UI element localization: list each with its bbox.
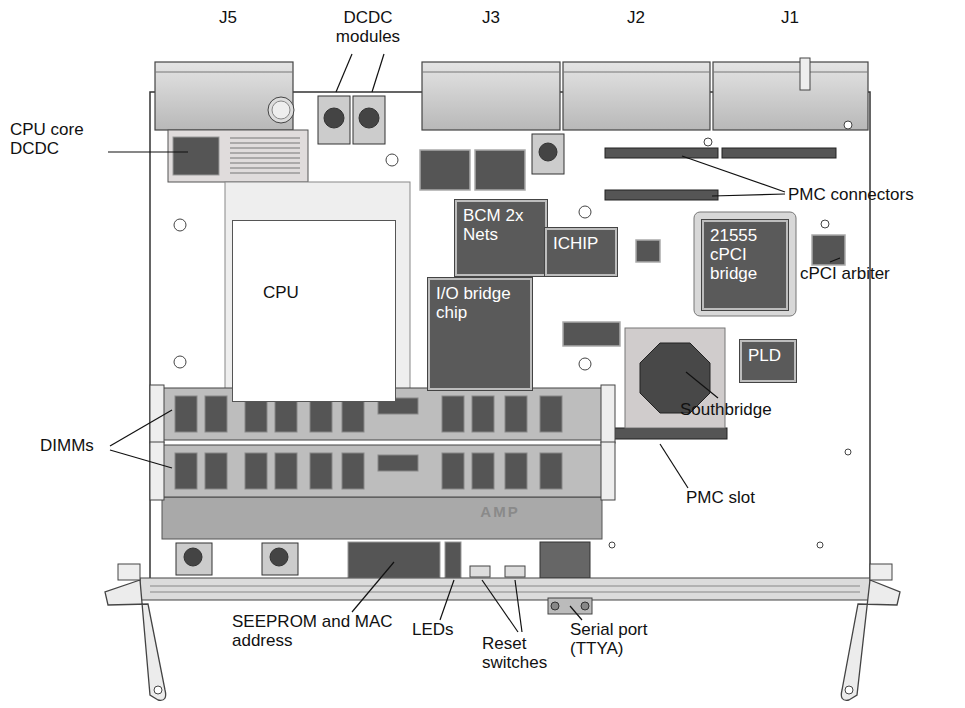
part-label: PMC slot — [686, 488, 806, 507]
chip-package: PLD — [740, 340, 796, 382]
part-label: J5 — [198, 8, 258, 27]
part-label: Serial port (TTYA) — [570, 620, 690, 658]
part-label: Reset switches — [482, 634, 562, 672]
part-label: PMC connectors — [788, 185, 958, 204]
part-label: DCDC modules — [318, 8, 418, 46]
part-label: J3 — [461, 8, 521, 27]
chip-label: PLD — [748, 346, 788, 365]
part-label: Southbridge — [680, 400, 820, 419]
part-label: LEDs — [412, 620, 472, 639]
part-label: DIMMs — [40, 436, 120, 455]
chip-package: BCM 2x Nets — [455, 200, 547, 276]
chip-package: I/O bridge chip — [428, 278, 532, 390]
part-label: AMP — [465, 502, 535, 521]
chip-package: ICHIP — [545, 228, 617, 276]
chip-label: CPU — [263, 283, 387, 302]
cpu-module: CPU — [232, 220, 396, 402]
part-label: CPU core DCDC — [10, 120, 106, 158]
part-label: J2 — [606, 8, 666, 27]
chip-label: ICHIP — [553, 234, 609, 253]
chip-label: 21555 cPCI bridge — [710, 226, 780, 283]
chip-label: BCM 2x Nets — [463, 206, 539, 244]
part-label: J1 — [760, 8, 820, 27]
chip-package: 21555 cPCI bridge — [702, 220, 788, 310]
part-label: SEEPROM and MAC address — [232, 612, 432, 650]
chip-label: I/O bridge chip — [436, 284, 524, 322]
part-label: cPCI arbiter — [800, 264, 960, 283]
